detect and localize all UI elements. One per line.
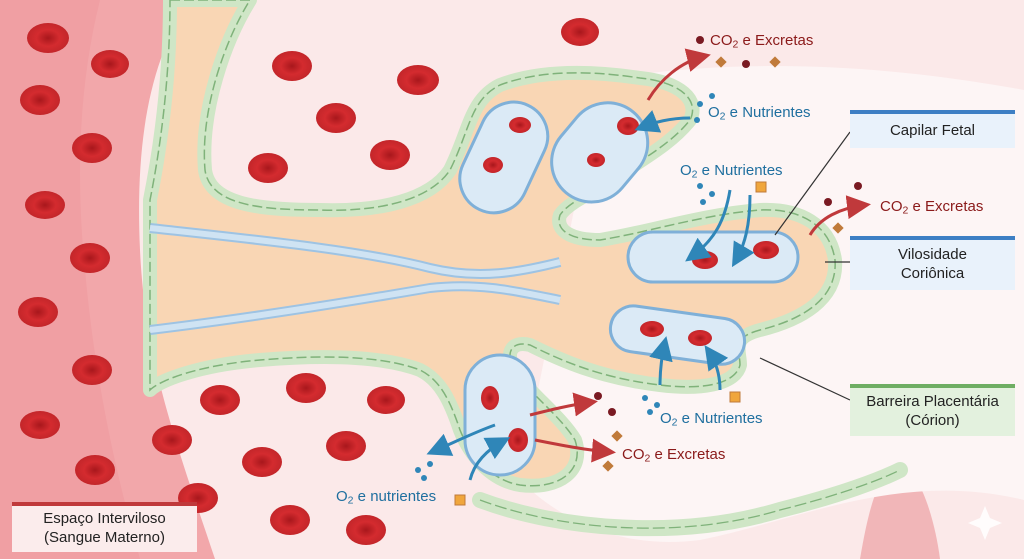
label-espaco-line2: (Sangue Materno) — [44, 529, 165, 546]
label-capilar-fetal: Capilar Fetal — [850, 110, 1015, 148]
label-espaco-interviloso: Espaço Interviloso (Sangue Materno) — [12, 502, 197, 552]
label-barreira-placentaria: Barreira Placentária (Córion) — [850, 384, 1015, 436]
co2-particles — [454, 36, 862, 506]
label-barreira-line1: Barreira Placentária — [866, 393, 999, 411]
label-vilosidade-corionica: Vilosidade Coriônica — [850, 236, 1015, 290]
capillary-lower-left — [463, 353, 537, 477]
label-vilosidade-line2: Coriônica — [900, 265, 965, 282]
annotation-o2-mid: O2 e Nutrientes — [680, 162, 783, 181]
annotation-co2-bottom: CO2 e Excretas — [622, 446, 726, 465]
co2-arrows — [529, 48, 871, 463]
annotation-o2-top: O2 e Nutrientes — [708, 104, 811, 123]
sparkle-icon — [968, 506, 1002, 540]
label-capilar-fetal-text: Capilar Fetal — [889, 121, 976, 139]
o2-particles — [415, 93, 715, 481]
annotation-co2-top: CO2 e Excretas — [710, 32, 814, 51]
maternal-red-blood-cells — [18, 18, 599, 545]
o2-arrows — [426, 110, 755, 481]
label-espaco-line1: Espaço Interviloso — [43, 510, 166, 528]
annotation-co2-right: CO2 e Excretas — [880, 198, 984, 217]
label-vilosidade-line1: Vilosidade — [898, 246, 967, 264]
label-barreira-line2: (Córion) — [905, 412, 960, 429]
annotation-o2-left: O2 e nutrientes — [336, 488, 437, 507]
leader-lines — [759, 131, 851, 401]
annotation-o2-bottom: O2 e Nutrientes — [660, 410, 763, 429]
